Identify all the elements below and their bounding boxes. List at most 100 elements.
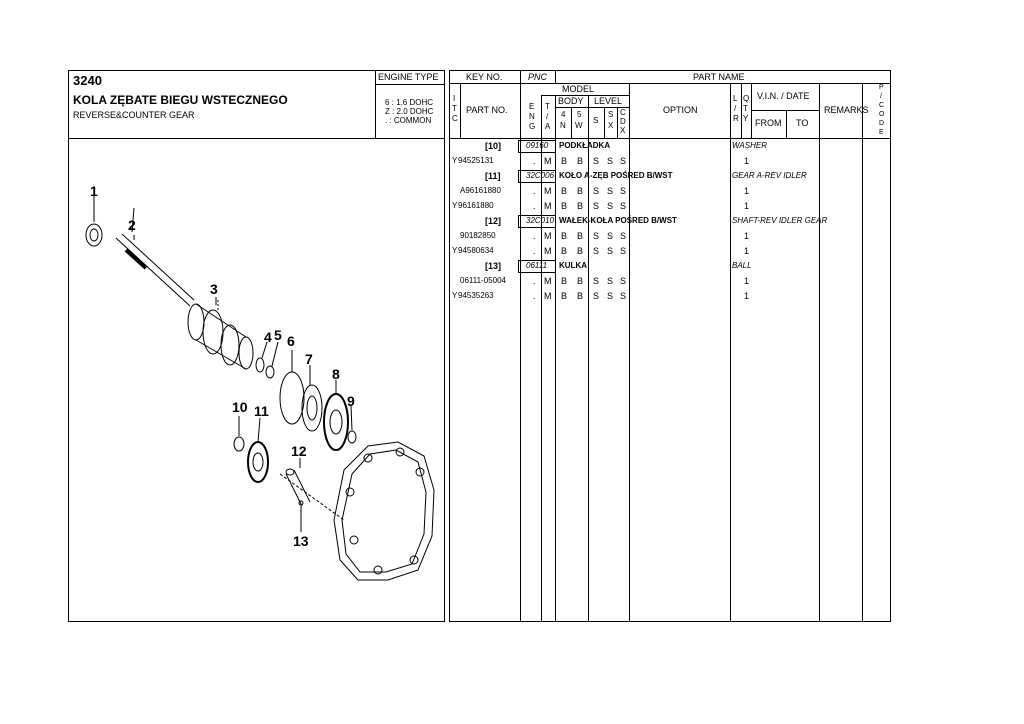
- col-sx-x: X: [608, 121, 614, 130]
- engine-type-line-3: . : COMMON: [385, 116, 432, 125]
- col-ta-a: A: [545, 122, 551, 131]
- col-pcode-6: E: [879, 129, 884, 136]
- col-s: S: [593, 116, 599, 125]
- callout-7: 7: [305, 351, 313, 367]
- body-5w: B: [577, 276, 584, 286]
- part-name-en: GEAR A-REV IDLER: [732, 171, 807, 180]
- engine-type-label: ENGINE TYPE: [378, 72, 439, 82]
- col-itc-i: I: [453, 94, 456, 103]
- v-pnc-name: [555, 70, 556, 84]
- v-itc: [460, 83, 461, 139]
- col-qty-q: Q: [743, 94, 750, 103]
- body-4n: B: [561, 201, 568, 211]
- level-s: S: [593, 246, 600, 256]
- level-cdx: S: [620, 231, 627, 241]
- col-body: BODY: [558, 96, 584, 106]
- quantity: 1: [744, 201, 750, 211]
- header-row-1-line: [449, 83, 891, 84]
- key-number: [10]: [485, 141, 502, 151]
- parts-table: [449, 70, 891, 622]
- v-remarks: [819, 83, 820, 622]
- level-s: S: [593, 291, 600, 301]
- pnc-box: [518, 215, 556, 228]
- header-bottom-line: [449, 138, 891, 139]
- level-s: S: [593, 186, 600, 196]
- body-level-line: [555, 107, 629, 108]
- col-sx-s: S: [608, 110, 614, 119]
- pnc-code: 32C010: [526, 216, 555, 225]
- level-s: S: [593, 201, 600, 211]
- part-name-en: SHAFT-REV IDLER GEAR: [732, 216, 828, 225]
- callout-6: 6: [287, 333, 295, 349]
- part-5-washer: [265, 365, 275, 379]
- part-4-ring: [255, 357, 265, 373]
- itc-flag: Y: [452, 246, 458, 255]
- col-pcode-3: C: [879, 102, 885, 109]
- part-8-gear: [323, 393, 349, 451]
- level-sx: S: [607, 276, 614, 286]
- col-cdx-c: C: [620, 108, 626, 117]
- eng-code: .: [533, 156, 536, 166]
- part-name-pl: KOŁO A-ZĘB POŚRED B/WST: [559, 171, 673, 180]
- quantity: 1: [744, 186, 750, 196]
- part-number: A96161880: [460, 186, 501, 195]
- part-number: 90182850: [460, 231, 496, 240]
- col-pnc: PNC: [528, 72, 548, 82]
- part-9-ring: [347, 430, 357, 444]
- key-number: [12]: [485, 216, 502, 226]
- v-option: [730, 83, 731, 622]
- part-name-en: WASHER: [732, 141, 767, 150]
- v-eng: [541, 95, 542, 622]
- body-4n: B: [561, 156, 568, 166]
- level-s: S: [593, 156, 600, 166]
- quantity: 1: [744, 291, 750, 301]
- col-part-name: PART NAME: [693, 72, 745, 82]
- body-5w: B: [577, 201, 584, 211]
- engine-type-line-2: Z : 2.0 DOHC: [385, 107, 434, 116]
- col-itc-c: C: [452, 114, 458, 123]
- pnc-box: [518, 260, 556, 273]
- col-option: OPTION: [663, 105, 698, 115]
- part-6-snap-ring: [279, 371, 305, 425]
- col-cdx-x: X: [620, 126, 626, 135]
- quantity: 1: [744, 156, 750, 166]
- col-lr-r: R: [733, 114, 739, 123]
- vin-line: [751, 110, 819, 111]
- pnc-code: 09160: [526, 141, 549, 150]
- v-4n: [571, 107, 572, 139]
- part-name-pl: PODKŁADKA: [559, 141, 611, 150]
- key-number: [13]: [485, 261, 502, 271]
- eng-code: .: [533, 201, 536, 211]
- v-keyno-pnc: [520, 70, 521, 84]
- body-5w: B: [577, 246, 584, 256]
- quantity: 1: [744, 246, 750, 256]
- v-s: [604, 107, 605, 139]
- level-cdx: S: [620, 201, 627, 211]
- col-itc-t: T: [452, 104, 457, 113]
- eng-code: .: [533, 231, 536, 241]
- part-13-ball: [298, 500, 304, 506]
- level-cdx: S: [620, 156, 627, 166]
- col-eng-n: N: [529, 112, 535, 121]
- ta-code: M: [544, 276, 552, 286]
- col-vin-date: V.I.N. / DATE: [757, 91, 810, 101]
- col-ta-t: T: [545, 102, 550, 111]
- v-from-to: [786, 110, 787, 139]
- part-name-en: BALL: [732, 261, 752, 270]
- v-pcode: [862, 83, 863, 622]
- col-5w-5: 5: [577, 110, 582, 119]
- eng-code: .: [533, 276, 536, 286]
- part-12-idler-shaft: [285, 468, 311, 507]
- body-5w: B: [577, 291, 584, 301]
- col-pcode-5: D: [879, 120, 885, 127]
- col-5w-w: W: [575, 121, 583, 130]
- col-qty-y: Y: [743, 114, 749, 123]
- part-name-pl: WAŁEK-KOŁA POŚRED B/WST: [559, 216, 677, 225]
- col-remarks: REMARKS: [824, 105, 869, 115]
- col-eng-g: G: [529, 122, 536, 131]
- level-sx: S: [607, 246, 614, 256]
- v-sx: [617, 107, 618, 139]
- eng-code: .: [533, 291, 536, 301]
- body-4n: B: [561, 276, 568, 286]
- v-partno: [520, 83, 521, 622]
